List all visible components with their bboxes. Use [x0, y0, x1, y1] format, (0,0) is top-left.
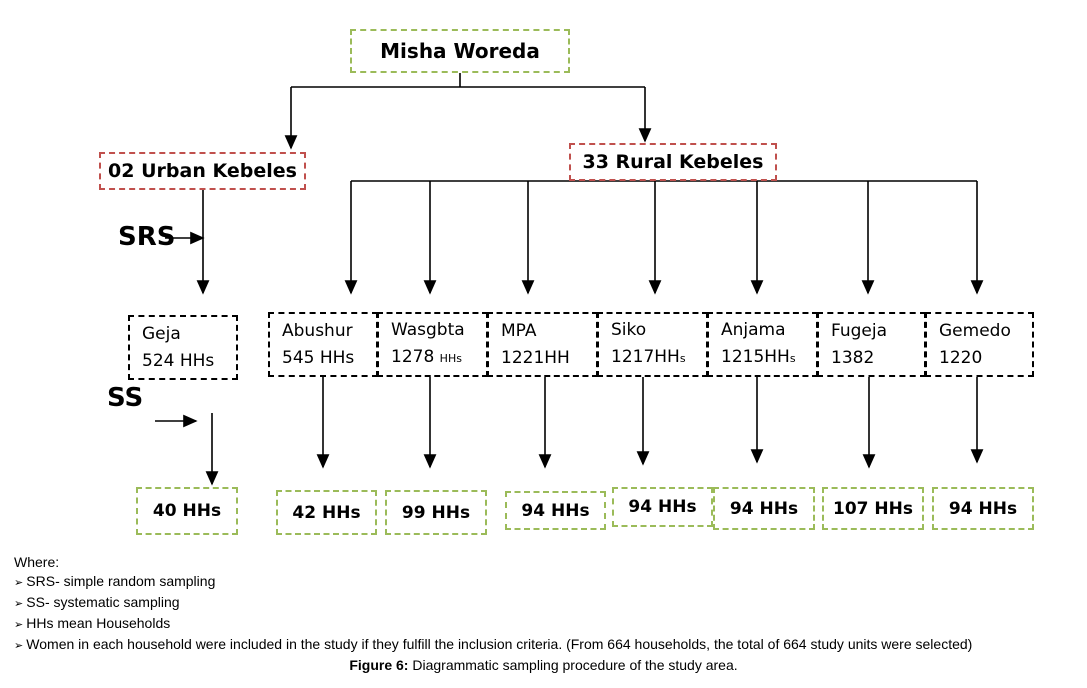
kebele-name: MPA [501, 320, 537, 341]
kebele-anjama: Anjama 1215HHs [707, 312, 818, 377]
kebele-geja: Geja 524 HHs [128, 315, 238, 380]
ss-label: SS [107, 383, 144, 413]
sample-label: 42 HHs [292, 502, 361, 523]
urban-label: 02 Urban Kebeles [108, 160, 297, 182]
sample-label: 94 HHs [948, 498, 1018, 519]
sample-anjama: 94 HHs [713, 487, 815, 530]
kebele-abushur: Abushur 545 HHs [268, 312, 378, 377]
caption-text: Diagrammatic sampling procedure of the s… [408, 657, 738, 673]
srs-label: SRS [118, 222, 176, 252]
legend-item: Women in each household were included in… [14, 635, 972, 656]
kebele-name: Fugeja [831, 320, 888, 341]
kebele-fugeja: Fugeja 1382 [817, 312, 926, 377]
sample-geja: 40 HHs [136, 487, 238, 535]
kebele-name: Anjama [721, 320, 786, 340]
sample-mpa: 94 HHs [505, 491, 606, 530]
sample-label: 94 HHs [521, 500, 590, 521]
legend-item: SRS- simple random sampling [14, 572, 972, 593]
kebele-name: Abushur [282, 320, 353, 341]
urban-node: 02 Urban Kebeles [99, 152, 306, 190]
sample-label: 107 HHs [833, 498, 913, 519]
kebele-mpa: MPA 1221HH [487, 312, 598, 377]
sample-label: 94 HHs [729, 498, 799, 519]
kebele-hhs: 1278 [391, 347, 440, 367]
kebele-hhs-suffix: s [679, 352, 686, 365]
sample-label: 99 HHs [401, 502, 471, 523]
kebele-hhs-suffix: HHs [439, 352, 462, 365]
kebele-name: Siko [611, 320, 647, 340]
kebele-name: Geja [142, 323, 181, 344]
kebele-hhs: 545 HHs [282, 347, 355, 368]
root-node: Misha Woreda [350, 29, 570, 73]
kebele-name: Gemedo [939, 320, 1011, 341]
kebele-wasgbta: Wasgbta 1278 HHs [377, 312, 488, 377]
legend-item: HHs mean Households [14, 614, 972, 635]
caption-label: Figure 6: [349, 657, 409, 673]
kebele-hhs: 524 HHs [142, 350, 215, 371]
sample-wasgbta: 99 HHs [385, 490, 487, 535]
sample-gemedo: 94 HHs [932, 487, 1034, 530]
kebele-name: Wasgbta [391, 320, 465, 340]
root-label: Misha Woreda [380, 39, 540, 63]
sample-label: 94 HHs [628, 497, 697, 517]
kebele-hhs: 1215HH [721, 347, 790, 367]
figure-caption: Figure 6: Diagrammatic sampling procedur… [0, 657, 1087, 673]
sample-label: 40 HHs [152, 501, 222, 521]
legend-item: SS- systematic sampling [14, 593, 972, 614]
sample-fugeja: 107 HHs [822, 487, 924, 530]
kebele-hhs: 1382 [831, 347, 875, 368]
kebele-hhs: 1221HH [501, 347, 570, 368]
kebele-siko: Siko 1217HHs [597, 312, 708, 377]
sample-siko: 94 HHs [612, 487, 713, 527]
legend-title: Where: [14, 554, 60, 570]
sample-abushur: 42 HHs [276, 490, 377, 535]
rural-label: 33 Rural Kebeles [582, 151, 764, 173]
legend: Where: SRS- simple random sampling SS- s… [14, 553, 972, 656]
kebele-hhs: 1217HH [611, 347, 680, 367]
kebele-hhs-suffix: s [789, 352, 796, 365]
kebele-gemedo: Gemedo 1220 [925, 312, 1034, 377]
rural-node: 33 Rural Kebeles [569, 143, 777, 181]
kebele-hhs: 1220 [939, 347, 983, 368]
